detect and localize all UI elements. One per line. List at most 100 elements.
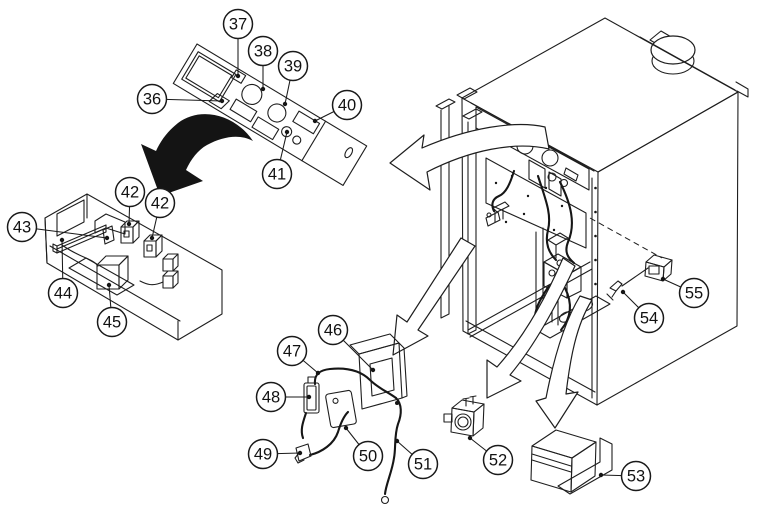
callout-target-dot bbox=[126, 221, 132, 227]
plate-50 bbox=[325, 389, 357, 429]
callout-bubble bbox=[247, 35, 279, 67]
callout-target-dot bbox=[312, 118, 318, 124]
callout-bubble bbox=[482, 444, 514, 476]
dashed-leader bbox=[589, 217, 663, 259]
callout-bubble bbox=[678, 277, 710, 309]
explode-arrow-to-panel bbox=[389, 123, 550, 191]
callout-42: 42 bbox=[144, 187, 176, 241]
flame-sensor bbox=[485, 201, 510, 227]
wire-51 bbox=[380, 396, 402, 505]
callout-target-dot bbox=[106, 282, 112, 288]
knob-39 bbox=[267, 103, 287, 123]
button-37 bbox=[231, 69, 247, 84]
switch-55 bbox=[644, 254, 673, 282]
callout-target-dot bbox=[394, 438, 400, 444]
callout-number: 53 bbox=[627, 468, 645, 486]
callout-target-dot bbox=[620, 289, 626, 295]
callout-target-dot bbox=[598, 472, 604, 478]
box-48 bbox=[303, 376, 320, 414]
callout-50: 50 bbox=[343, 425, 384, 472]
callout-54: 54 bbox=[620, 289, 665, 334]
callout-37: 37 bbox=[222, 8, 254, 79]
callout-bubble bbox=[96, 306, 128, 338]
callout-number: 42 bbox=[151, 195, 169, 213]
callout-number: 54 bbox=[640, 310, 658, 328]
callout-target-dot bbox=[315, 370, 321, 376]
callout-43: 43 bbox=[6, 211, 110, 243]
slot-hole bbox=[344, 147, 354, 159]
callout-number: 51 bbox=[414, 456, 432, 474]
callout-bubble bbox=[222, 8, 254, 40]
callout-51: 51 bbox=[394, 438, 439, 480]
callout-number: 52 bbox=[489, 452, 507, 470]
callout-55: 55 bbox=[660, 276, 710, 309]
callout-target-dot bbox=[297, 450, 303, 456]
explode-arrow-to-valve bbox=[486, 257, 576, 399]
callout-bubble bbox=[620, 460, 652, 492]
callout-target-dot bbox=[235, 73, 241, 79]
callout-target-dot bbox=[343, 425, 349, 431]
callout-number: 47 bbox=[283, 343, 301, 361]
junction-box bbox=[44, 193, 223, 341]
callout-bubble bbox=[352, 440, 384, 472]
callout-target-dot bbox=[219, 98, 225, 104]
display-window bbox=[181, 51, 237, 103]
interior-back-panel bbox=[485, 157, 587, 249]
callout-bubble bbox=[114, 176, 146, 208]
front-frame-columns bbox=[435, 98, 483, 335]
callout-number: 46 bbox=[324, 322, 342, 340]
callout-39: 39 bbox=[277, 50, 309, 107]
callout-target-dot bbox=[260, 86, 266, 92]
gas-valve-52 bbox=[443, 395, 485, 437]
callout-38: 38 bbox=[247, 35, 279, 92]
callout-number: 49 bbox=[254, 446, 272, 464]
connector-43 bbox=[102, 225, 115, 245]
callout-53: 53 bbox=[598, 460, 652, 492]
explode-arrow-to-module bbox=[392, 237, 476, 356]
clip-54 bbox=[606, 267, 649, 301]
rotate-arrow bbox=[141, 114, 253, 196]
small-relays bbox=[139, 253, 179, 289]
indicator-41 bbox=[281, 126, 293, 138]
explode-arrow-to-transformer bbox=[535, 295, 593, 429]
wire-47 bbox=[313, 367, 398, 400]
callout-number: 36 bbox=[143, 91, 161, 109]
detached-control-panel bbox=[172, 43, 368, 186]
callout-target-dot bbox=[467, 435, 473, 441]
callout-40: 40 bbox=[312, 89, 363, 124]
button-40 bbox=[292, 110, 321, 135]
callout-47: 47 bbox=[276, 335, 321, 376]
callout-number: 50 bbox=[359, 448, 377, 466]
callout-target-dot bbox=[306, 394, 312, 400]
callout-bubble bbox=[144, 187, 176, 219]
callout-number: 39 bbox=[284, 58, 302, 76]
callout-bubble bbox=[261, 158, 293, 190]
callout-target-dot bbox=[104, 235, 110, 241]
callout-number: 40 bbox=[338, 97, 356, 115]
callout-41: 41 bbox=[261, 129, 293, 190]
callout-36: 36 bbox=[136, 83, 225, 115]
control-box-45 bbox=[96, 255, 129, 290]
module-46 bbox=[349, 333, 408, 410]
callout-number: 48 bbox=[262, 389, 280, 407]
interior-wiring bbox=[491, 169, 576, 332]
callout-49: 49 bbox=[247, 438, 303, 470]
knob-38 bbox=[241, 83, 263, 106]
callout-number: 38 bbox=[254, 43, 272, 61]
callout-bubble bbox=[255, 381, 287, 413]
callout-number: 43 bbox=[13, 219, 31, 237]
callout-52: 52 bbox=[467, 435, 514, 476]
flue-collar bbox=[649, 30, 696, 75]
button-36 bbox=[208, 93, 230, 110]
callout-number: 37 bbox=[229, 16, 247, 34]
callout-48: 48 bbox=[255, 381, 312, 413]
callout-target-dot bbox=[59, 237, 65, 243]
transformer-53 bbox=[530, 429, 613, 495]
callout-45: 45 bbox=[96, 282, 128, 338]
callout-bubble bbox=[407, 448, 439, 480]
callout-bubble bbox=[6, 211, 38, 243]
callout-bubble bbox=[247, 438, 279, 470]
